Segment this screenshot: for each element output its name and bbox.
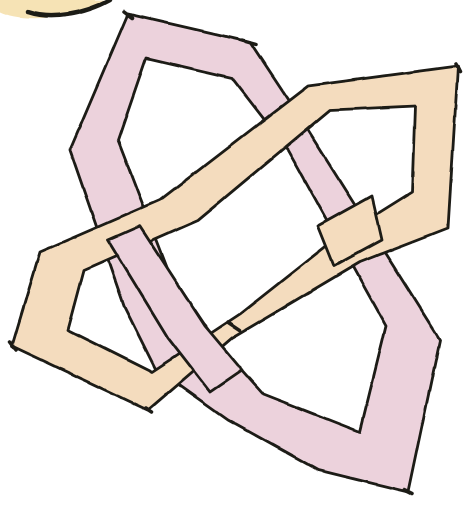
- knot-drawing: [0, 0, 466, 506]
- illustration: [0, 0, 466, 506]
